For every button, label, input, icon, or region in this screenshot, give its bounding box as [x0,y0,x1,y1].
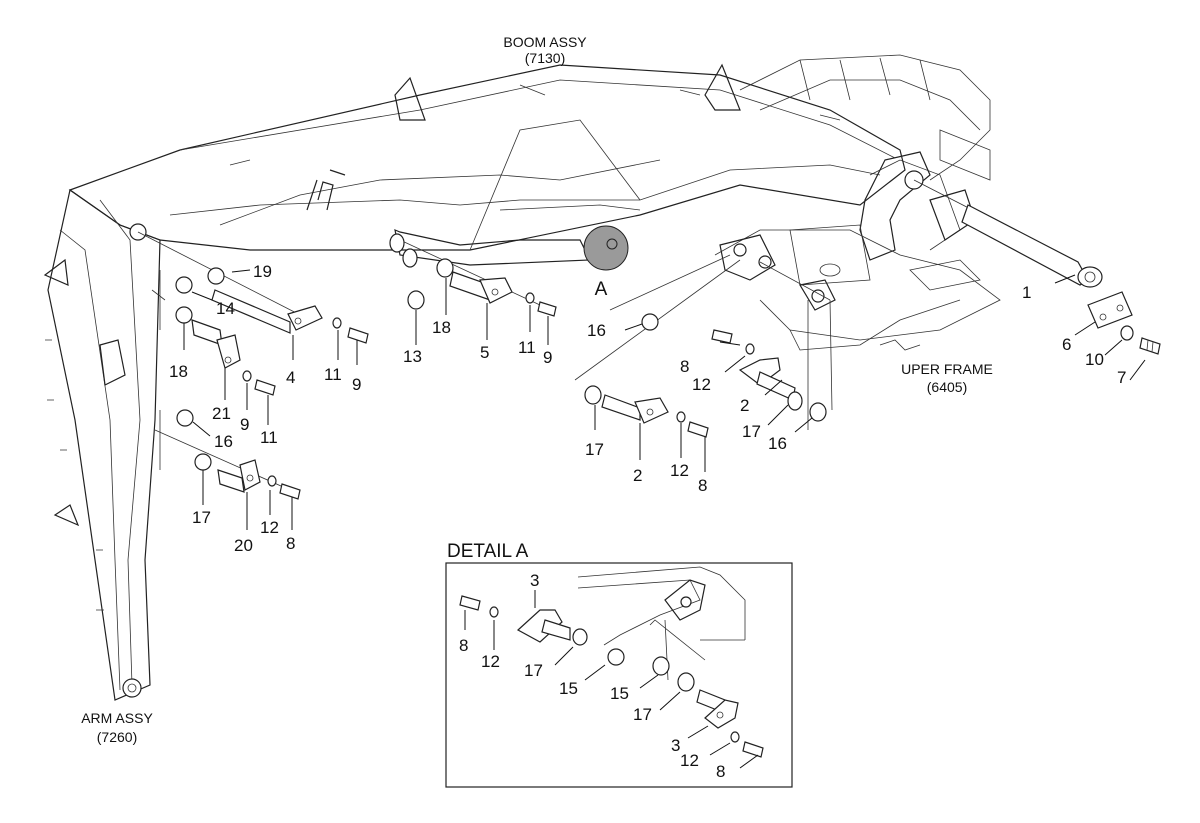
callout-16-c: 16 [768,434,787,453]
callout-11-b: 11 [260,428,278,447]
frame-name-label: UPER FRAME [901,361,993,377]
boom-assembly: BOOM ASSY (7130) [68,34,906,266]
detail-a-title: DETAIL A [447,541,529,562]
pin-group-5 [389,233,557,317]
pin-group-21 [191,319,276,396]
boom-name-label: BOOM ASSY [503,34,587,50]
callout-21: 21 [212,404,231,423]
callout-20: 20 [234,536,253,555]
pin-group-2-upper [711,261,833,430]
callout-8-c: 8 [698,476,707,495]
arm-assembly: ARM ASSY (7260) [43,188,161,745]
detail-a-marker: A [583,225,629,300]
callout-12: 12 [260,518,279,537]
boom-foot-pin-group [913,179,1161,355]
callout-2: 2 [740,396,749,415]
detail-a-inset: DETAIL A 3 8 12 17 15 15 [445,541,793,788]
pin-group-20 [154,409,301,500]
callout-numbers: 1 6 10 7 19 14 18 4 11 9 21 9 11 16 17 2… [169,262,1126,555]
callout-8: 8 [286,534,295,553]
callout-14: 14 [216,299,235,318]
callout-7: 7 [1117,368,1126,387]
callout-17: 17 [192,508,211,527]
detail-callout-3: 3 [530,571,539,590]
callout-12-b: 12 [692,375,711,394]
callout-19: 19 [253,262,272,281]
callout-16: 16 [214,432,233,451]
arm-code-label: (7260) [97,729,137,745]
pin-group-2-lower [574,254,741,438]
callout-10: 10 [1085,350,1104,369]
detail-callout-17: 17 [524,661,543,680]
callout-9-b: 9 [240,415,249,434]
detail-a-frame [445,562,793,788]
callout-4: 4 [286,368,295,387]
callout-1: 1 [1022,283,1031,302]
callout-5: 5 [480,343,489,362]
boom-code-label: (7130) [525,50,565,66]
leader-lines [183,269,1146,530]
callout-2-b: 2 [633,466,642,485]
detail-callout-15-b: 15 [610,684,629,703]
callout-9-c: 9 [543,348,552,367]
detail-callout-12-b: 12 [680,751,699,770]
callout-18-b: 18 [432,318,451,337]
callout-6: 6 [1062,335,1071,354]
callout-9: 9 [352,375,361,394]
arm-name-label: ARM ASSY [81,710,153,726]
callout-13: 13 [403,347,422,366]
detail-callout-12: 12 [481,652,500,671]
frame-code-label: (6405) [927,379,967,395]
detail-callout-15: 15 [559,679,578,698]
detail-callout-3-b: 3 [671,736,680,755]
pin-group-4 [137,231,369,344]
callout-8-b: 8 [680,357,689,376]
callout-17-b: 17 [742,422,761,441]
detail-callout-17-b: 17 [633,705,652,724]
callout-18: 18 [169,362,188,381]
callout-17-c: 17 [585,440,604,459]
detail-a-label: A [595,279,608,300]
callout-12-c: 12 [670,461,689,480]
upper-frame: UPER FRAME (6405) [714,54,1001,395]
callout-11-c: 11 [518,338,536,357]
detail-callout-8: 8 [459,636,468,655]
callout-11: 11 [324,365,342,384]
callout-16-b: 16 [587,321,606,340]
detail-callout-8-b: 8 [716,762,725,781]
